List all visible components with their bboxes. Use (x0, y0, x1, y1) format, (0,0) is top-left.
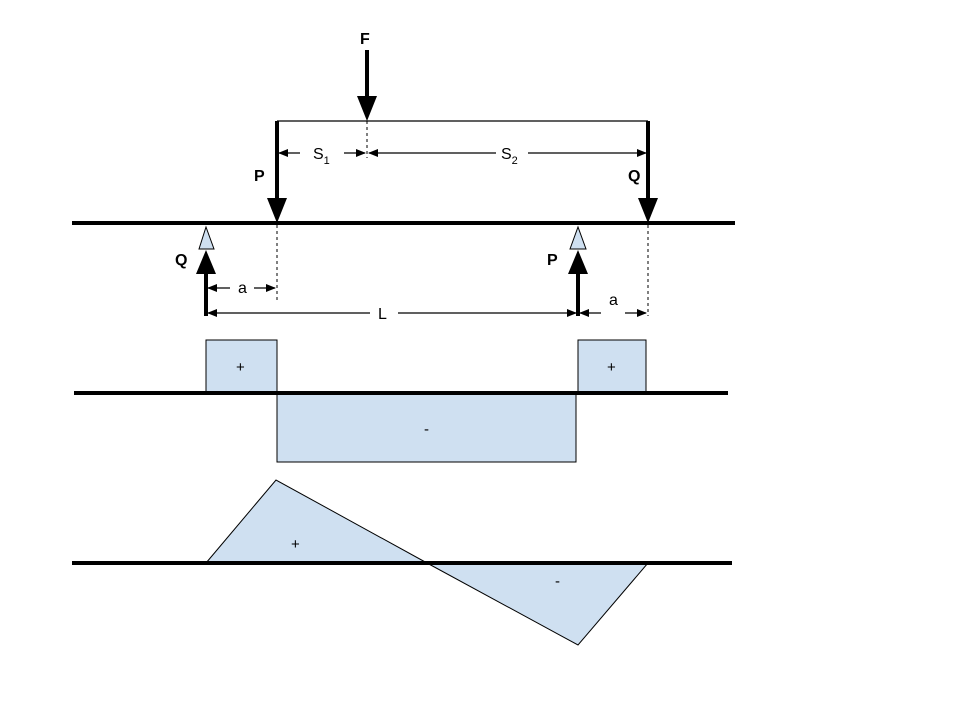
moment-positive-region (204, 479, 428, 564)
shear-left-positive-block (205, 339, 278, 394)
right-support-triangle (569, 225, 587, 250)
force-p-top-label: P (254, 168, 265, 185)
reaction-p-label: P (547, 252, 558, 269)
load-frame (277, 120, 648, 158)
shear-right-sign: + (607, 359, 616, 376)
left-support-triangle (198, 225, 215, 250)
reaction-q-label: Q (175, 252, 187, 269)
shear-middle-sign: - (424, 421, 429, 438)
force-f-label: F (360, 31, 370, 48)
shear-right-positive-block (577, 339, 647, 394)
l-label: L (378, 306, 387, 323)
s2-label: S2 (501, 146, 518, 167)
s1-label: S1 (313, 146, 330, 167)
moment-negative-sign: - (555, 573, 560, 590)
reaction-q-up-arrow (196, 250, 216, 316)
force-p-down-arrow (267, 121, 287, 223)
force-q-down-arrow (638, 121, 658, 223)
force-f-arrow (357, 50, 377, 121)
moment-diagram: + - (72, 479, 732, 646)
a-left-label: a (238, 280, 247, 297)
moment-positive-sign: + (291, 536, 300, 553)
a-right-label: a (609, 292, 618, 309)
force-q-top-label: Q (628, 168, 640, 185)
reaction-p-up-arrow (568, 250, 588, 316)
shear-middle-negative-block (276, 392, 577, 463)
shear-diagram: + - + (74, 339, 728, 463)
moment-negative-region (426, 562, 650, 646)
shear-left-sign: + (236, 359, 245, 376)
